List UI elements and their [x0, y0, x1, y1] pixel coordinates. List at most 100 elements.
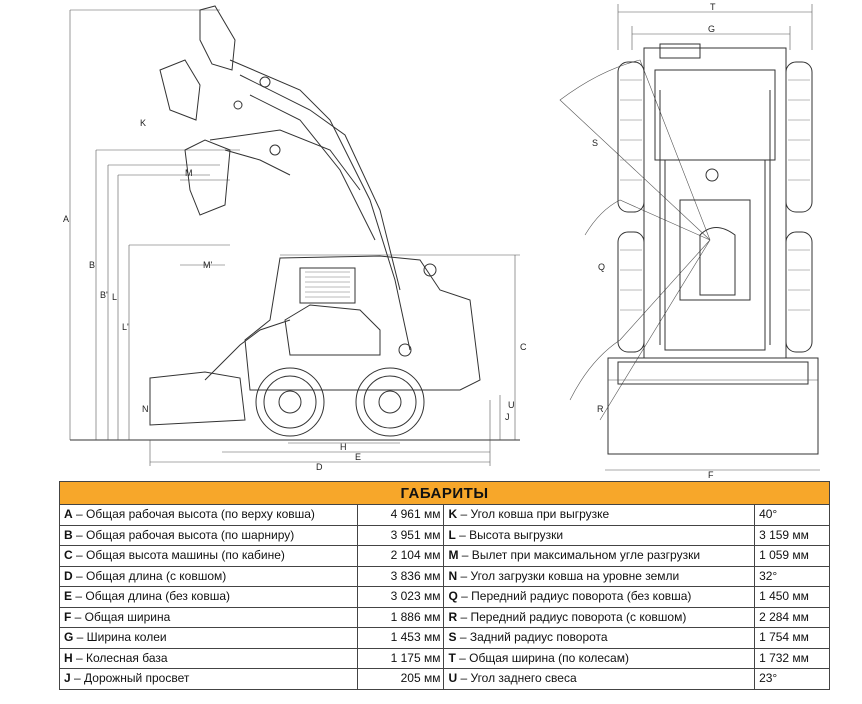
param-description: – Общая рабочая высота (по шарниру)	[72, 527, 295, 542]
param-value-text: 3 836 мм	[390, 568, 441, 583]
param-description: – Общая высота машины (по кабине)	[72, 548, 285, 563]
param-left: G – Ширина колеи	[58, 627, 359, 649]
param-value-text: 2 104 мм	[390, 548, 441, 563]
param-description: – Угол ковша при выгрузке	[457, 507, 610, 522]
param-left: E – Общая длина (без ковша)	[58, 586, 359, 608]
param-right: T – Общая ширина (по колесам)	[443, 647, 756, 669]
param-value: 3 951 мм	[357, 524, 445, 546]
param-key: A	[64, 507, 73, 522]
param-left: D – Общая длина (с ковшом)	[58, 565, 359, 587]
front-view: T G F S Q R	[559, 2, 820, 480]
param-description: – Общая длина (с ковшом)	[72, 568, 227, 583]
param-right: N – Угол загрузки ковша на уровне земли	[443, 565, 756, 587]
param-right: K – Угол ковша при выгрузке	[443, 504, 756, 526]
param-value-text: 205 мм	[400, 671, 441, 686]
param-value: 4 961 мм	[357, 504, 445, 526]
param-value-text: 1 175 мм	[390, 650, 441, 665]
param-left: H – Колесная база	[58, 647, 359, 669]
dim-label-d: D	[316, 462, 323, 472]
dim-label-t: T	[710, 2, 716, 12]
param-key: S	[448, 630, 457, 645]
param-value-text: 40°	[759, 507, 778, 522]
param-value-text: 1 453 мм	[390, 630, 441, 645]
param-value: 3 836 мм	[357, 565, 445, 587]
dim-label-k: K	[140, 118, 146, 128]
param-key: C	[64, 548, 73, 563]
param-description: – Задний радиус поворота	[456, 630, 608, 645]
param-value-text: 1 732 мм	[759, 650, 809, 665]
param-right: L – Высота выгрузки	[443, 524, 756, 546]
dim-label-j: J	[505, 412, 510, 422]
dim-label-n: N	[142, 404, 149, 414]
dim-label-b-prime: B'	[100, 290, 108, 300]
param-left: F – Общая ширина	[58, 606, 359, 628]
param-description: – Дорожный просвет	[70, 671, 190, 686]
param-value-text: 32°	[759, 568, 778, 583]
param-value: 1 453 мм	[357, 627, 445, 649]
param-description: – Вылет при максимальном угле разгрузки	[458, 548, 701, 563]
param-description: – Передний радиус поворота (с ковшом)	[457, 609, 687, 624]
dim-label-s: S	[592, 138, 598, 148]
param-key: R	[448, 609, 458, 624]
dim-label-q: Q	[598, 262, 605, 272]
param-description: – Колесная база	[72, 650, 168, 665]
param-value: 1 732 мм	[754, 647, 830, 669]
dim-label-g: G	[708, 24, 715, 34]
param-value: 2 104 мм	[357, 545, 445, 567]
param-description: – Общая ширина (по колесам)	[455, 650, 629, 665]
technical-drawing: A B B' C D E H J K L L' M M' N U	[63, 2, 820, 480]
table-row: B – Общая рабочая высота (по шарниру)3 9…	[58, 524, 830, 546]
param-left: B – Общая рабочая высота (по шарниру)	[58, 524, 359, 546]
param-value: 1 754 мм	[754, 627, 830, 649]
param-value: 3 159 мм	[754, 524, 830, 546]
dim-label-u: U	[508, 400, 515, 410]
table-row: A – Общая рабочая высота (по верху ковша…	[58, 504, 830, 526]
param-value-text: 3 159 мм	[759, 527, 809, 542]
param-key: K	[448, 507, 458, 522]
param-left: J – Дорожный просвет	[58, 668, 359, 690]
param-key: E	[64, 589, 73, 604]
dim-label-m: M	[185, 168, 193, 178]
param-description: – Высота выгрузки	[455, 527, 564, 542]
dim-label-a: A	[63, 214, 69, 224]
param-description: – Угол заднего свеса	[457, 671, 577, 686]
param-value: 23°	[754, 668, 830, 690]
param-key: F	[64, 609, 72, 624]
param-description: – Общая ширина	[71, 609, 171, 624]
dim-label-r: R	[597, 404, 604, 414]
dimensions-table: ГАБАРИТЫ A – Общая рабочая высота (по ве…	[58, 481, 830, 690]
param-key: N	[448, 568, 458, 583]
param-right: R – Передний радиус поворота (с ковшом)	[443, 606, 756, 628]
dim-label-l: L	[112, 292, 117, 302]
param-key: L	[448, 527, 456, 542]
dim-label-h: H	[340, 442, 347, 452]
param-value: 1 886 мм	[357, 606, 445, 628]
dim-label-l-prime: L'	[122, 322, 129, 332]
param-value-text: 2 284 мм	[759, 609, 809, 624]
param-value: 1 175 мм	[357, 647, 445, 669]
param-value-text: 3 023 мм	[390, 589, 441, 604]
param-value: 2 284 мм	[754, 606, 830, 628]
param-key: T	[448, 650, 456, 665]
param-value: 1 059 мм	[754, 545, 830, 567]
param-key: H	[64, 650, 73, 665]
dim-label-e: E	[355, 452, 361, 462]
table-row: J – Дорожный просвет 205 мм U – Угол задне…	[58, 668, 830, 690]
param-value-text: 4 961 мм	[390, 507, 441, 522]
dim-label-m-prime: M'	[203, 260, 212, 270]
table-row: C – Общая высота машины (по кабине) 2 104…	[58, 545, 830, 567]
param-right: M – Вылет при максимальном угле разгрузк…	[443, 545, 756, 567]
param-right: S – Задний радиус поворота	[443, 627, 756, 649]
param-value-text: 1 059 мм	[759, 548, 809, 563]
param-left: C – Общая высота машины (по кабине)	[58, 545, 359, 567]
table-header: ГАБАРИТЫ	[59, 481, 830, 505]
param-left: A – Общая рабочая высота (по верху ковша…	[58, 504, 359, 526]
param-value: 1 450 мм	[754, 586, 830, 608]
param-description: – Общая рабочая высота (по верху ковша)	[72, 507, 315, 522]
param-key: U	[448, 671, 458, 686]
param-description: – Ширина колеи	[73, 630, 167, 645]
param-key: D	[64, 568, 73, 583]
